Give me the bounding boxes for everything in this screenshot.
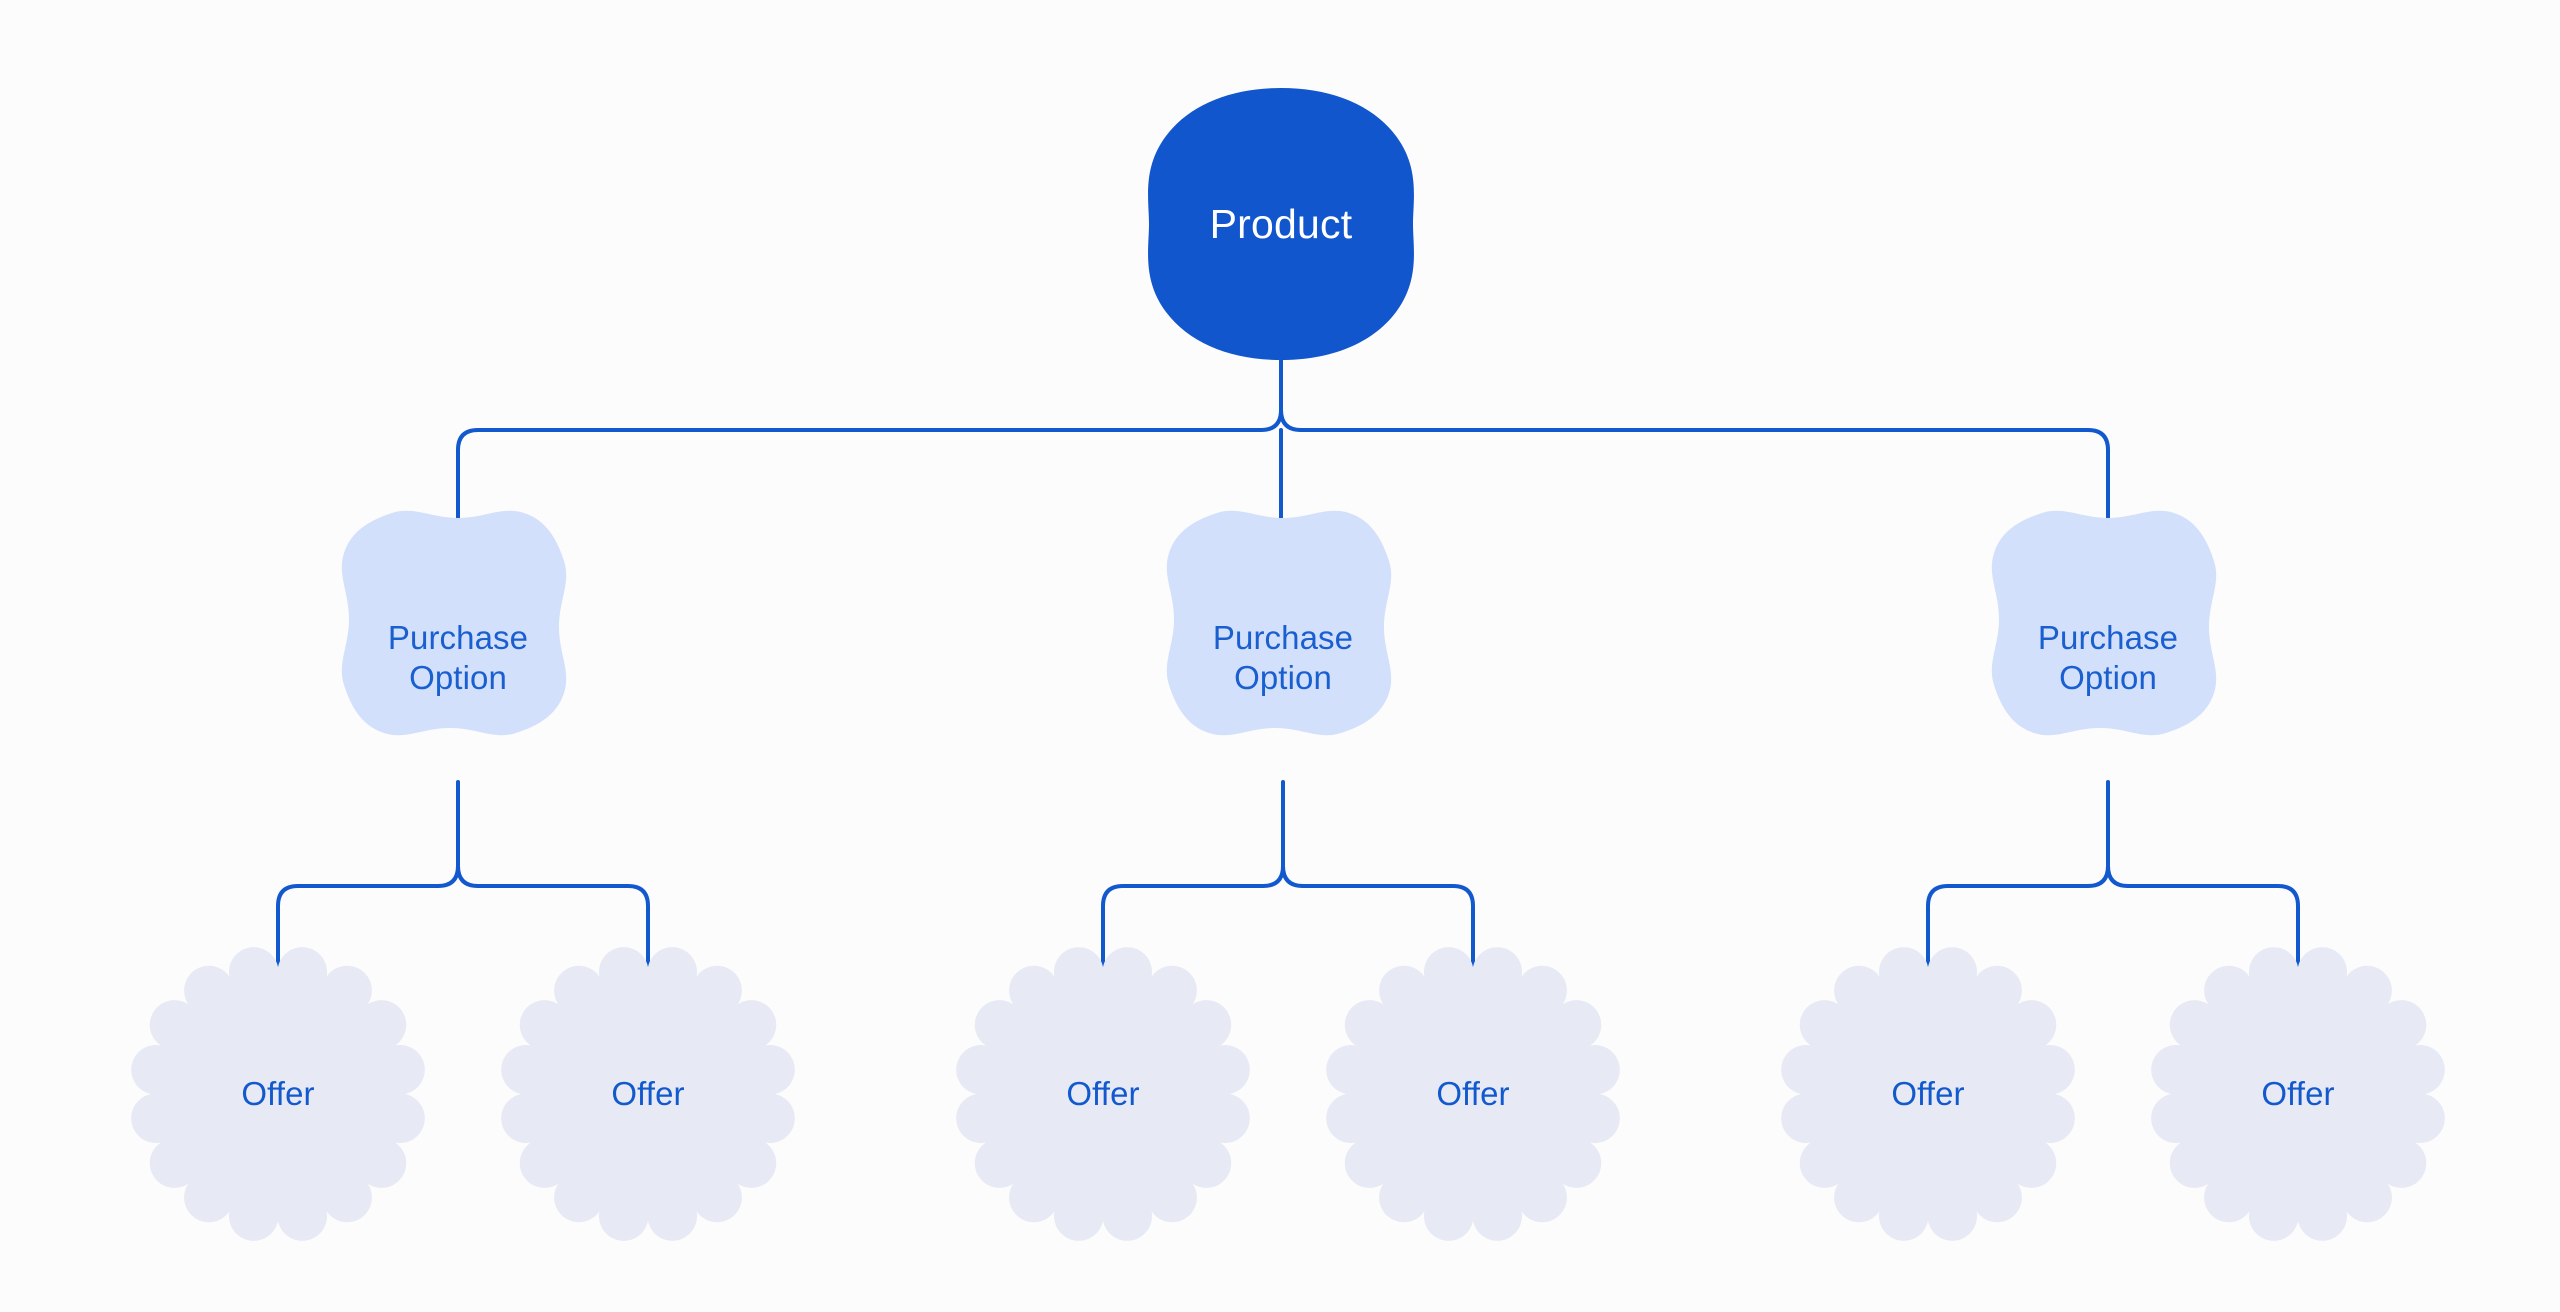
connector-branch2-junction — [1261, 865, 1305, 888]
product-blob-shape[interactable] — [1148, 88, 1414, 360]
connector-trunk-left — [456, 428, 1263, 540]
connector-branch3-junction — [2086, 865, 2130, 888]
connector-trunk-right — [1299, 428, 2110, 540]
offer-scallop-shape[interactable] — [131, 947, 425, 1241]
node-offer-2[interactable] — [501, 947, 795, 1241]
node-offer-1[interactable] — [131, 947, 425, 1241]
offer-scallop-shape[interactable] — [956, 947, 1250, 1241]
offer-scallop-shape[interactable] — [501, 947, 795, 1241]
purchase-option-flower-shape[interactable] — [341, 510, 567, 736]
node-purchase-option-3[interactable] — [1991, 510, 2217, 736]
connector-branch1-left — [276, 884, 440, 974]
node-purchase-option-1[interactable] — [341, 510, 567, 736]
connector-trunk-junction — [1259, 409, 1303, 432]
connector-branch1-junction — [436, 865, 480, 888]
connector-branch1-right — [476, 884, 650, 974]
offer-scallop-shape[interactable] — [1781, 947, 2075, 1241]
purchase-option-flower-shape[interactable] — [1166, 510, 1392, 736]
purchase-option-flower-shape[interactable] — [1991, 510, 2217, 736]
offer-scallop-shape[interactable] — [2151, 947, 2445, 1241]
node-product[interactable] — [1148, 88, 1414, 360]
node-offer-6[interactable] — [2151, 947, 2445, 1241]
node-offer-3[interactable] — [956, 947, 1250, 1241]
node-offer-5[interactable] — [1781, 947, 2075, 1241]
connector-branch3-right — [2126, 884, 2300, 974]
node-purchase-option-2[interactable] — [1166, 510, 1392, 736]
connector-branch3-left — [1926, 884, 2090, 974]
connector-layer — [276, 328, 2300, 974]
connector-branch2-right — [1301, 884, 1475, 974]
node-offer-4[interactable] — [1326, 947, 1620, 1241]
connector-branch2-left — [1101, 884, 1265, 974]
offer-scallop-shape[interactable] — [1326, 947, 1620, 1241]
offer-shape-layer — [131, 947, 2445, 1241]
